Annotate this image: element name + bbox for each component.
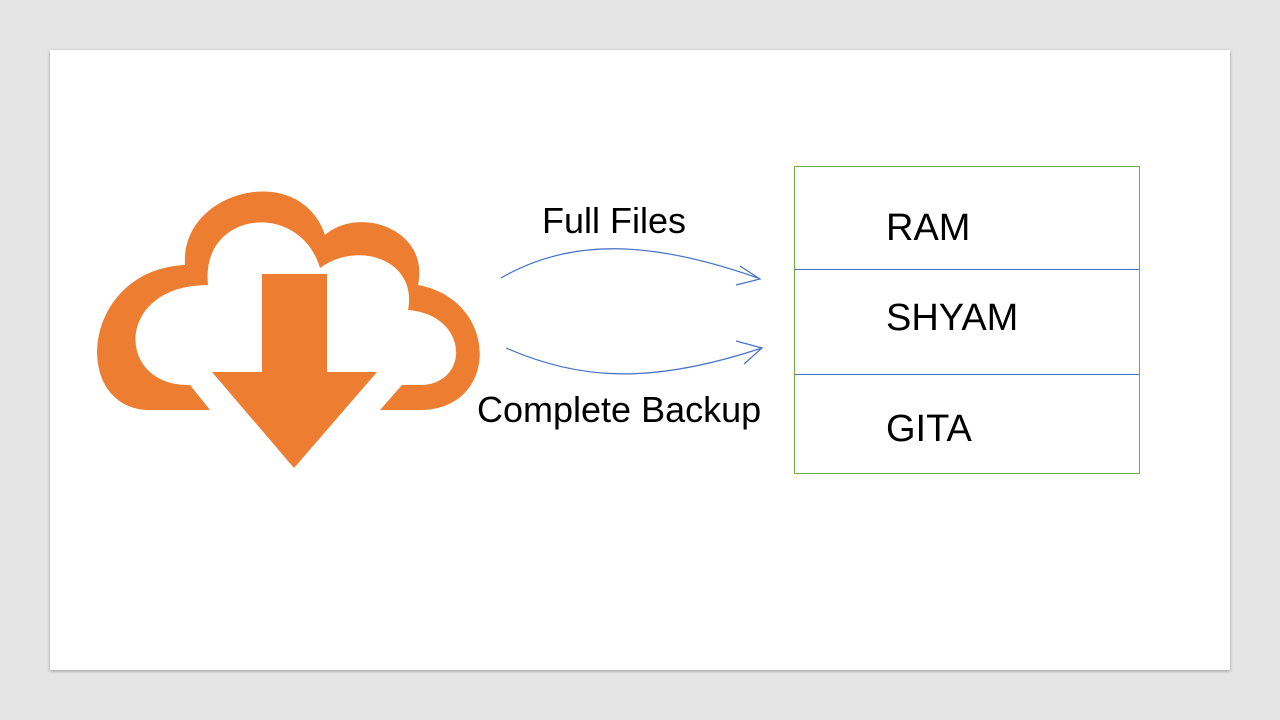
name-cell-gita: GITA xyxy=(795,375,1139,473)
complete-backup-label: Complete Backup xyxy=(477,389,762,430)
names-box: RAM SHYAM GITA xyxy=(794,166,1140,474)
name-label: SHYAM xyxy=(886,297,1019,339)
name-cell-ram: RAM xyxy=(795,167,1139,270)
full-files-label: Full Files xyxy=(542,200,687,241)
name-cell-shyam: SHYAM xyxy=(795,270,1139,375)
name-label: RAM xyxy=(886,207,971,249)
name-label: GITA xyxy=(886,408,972,450)
